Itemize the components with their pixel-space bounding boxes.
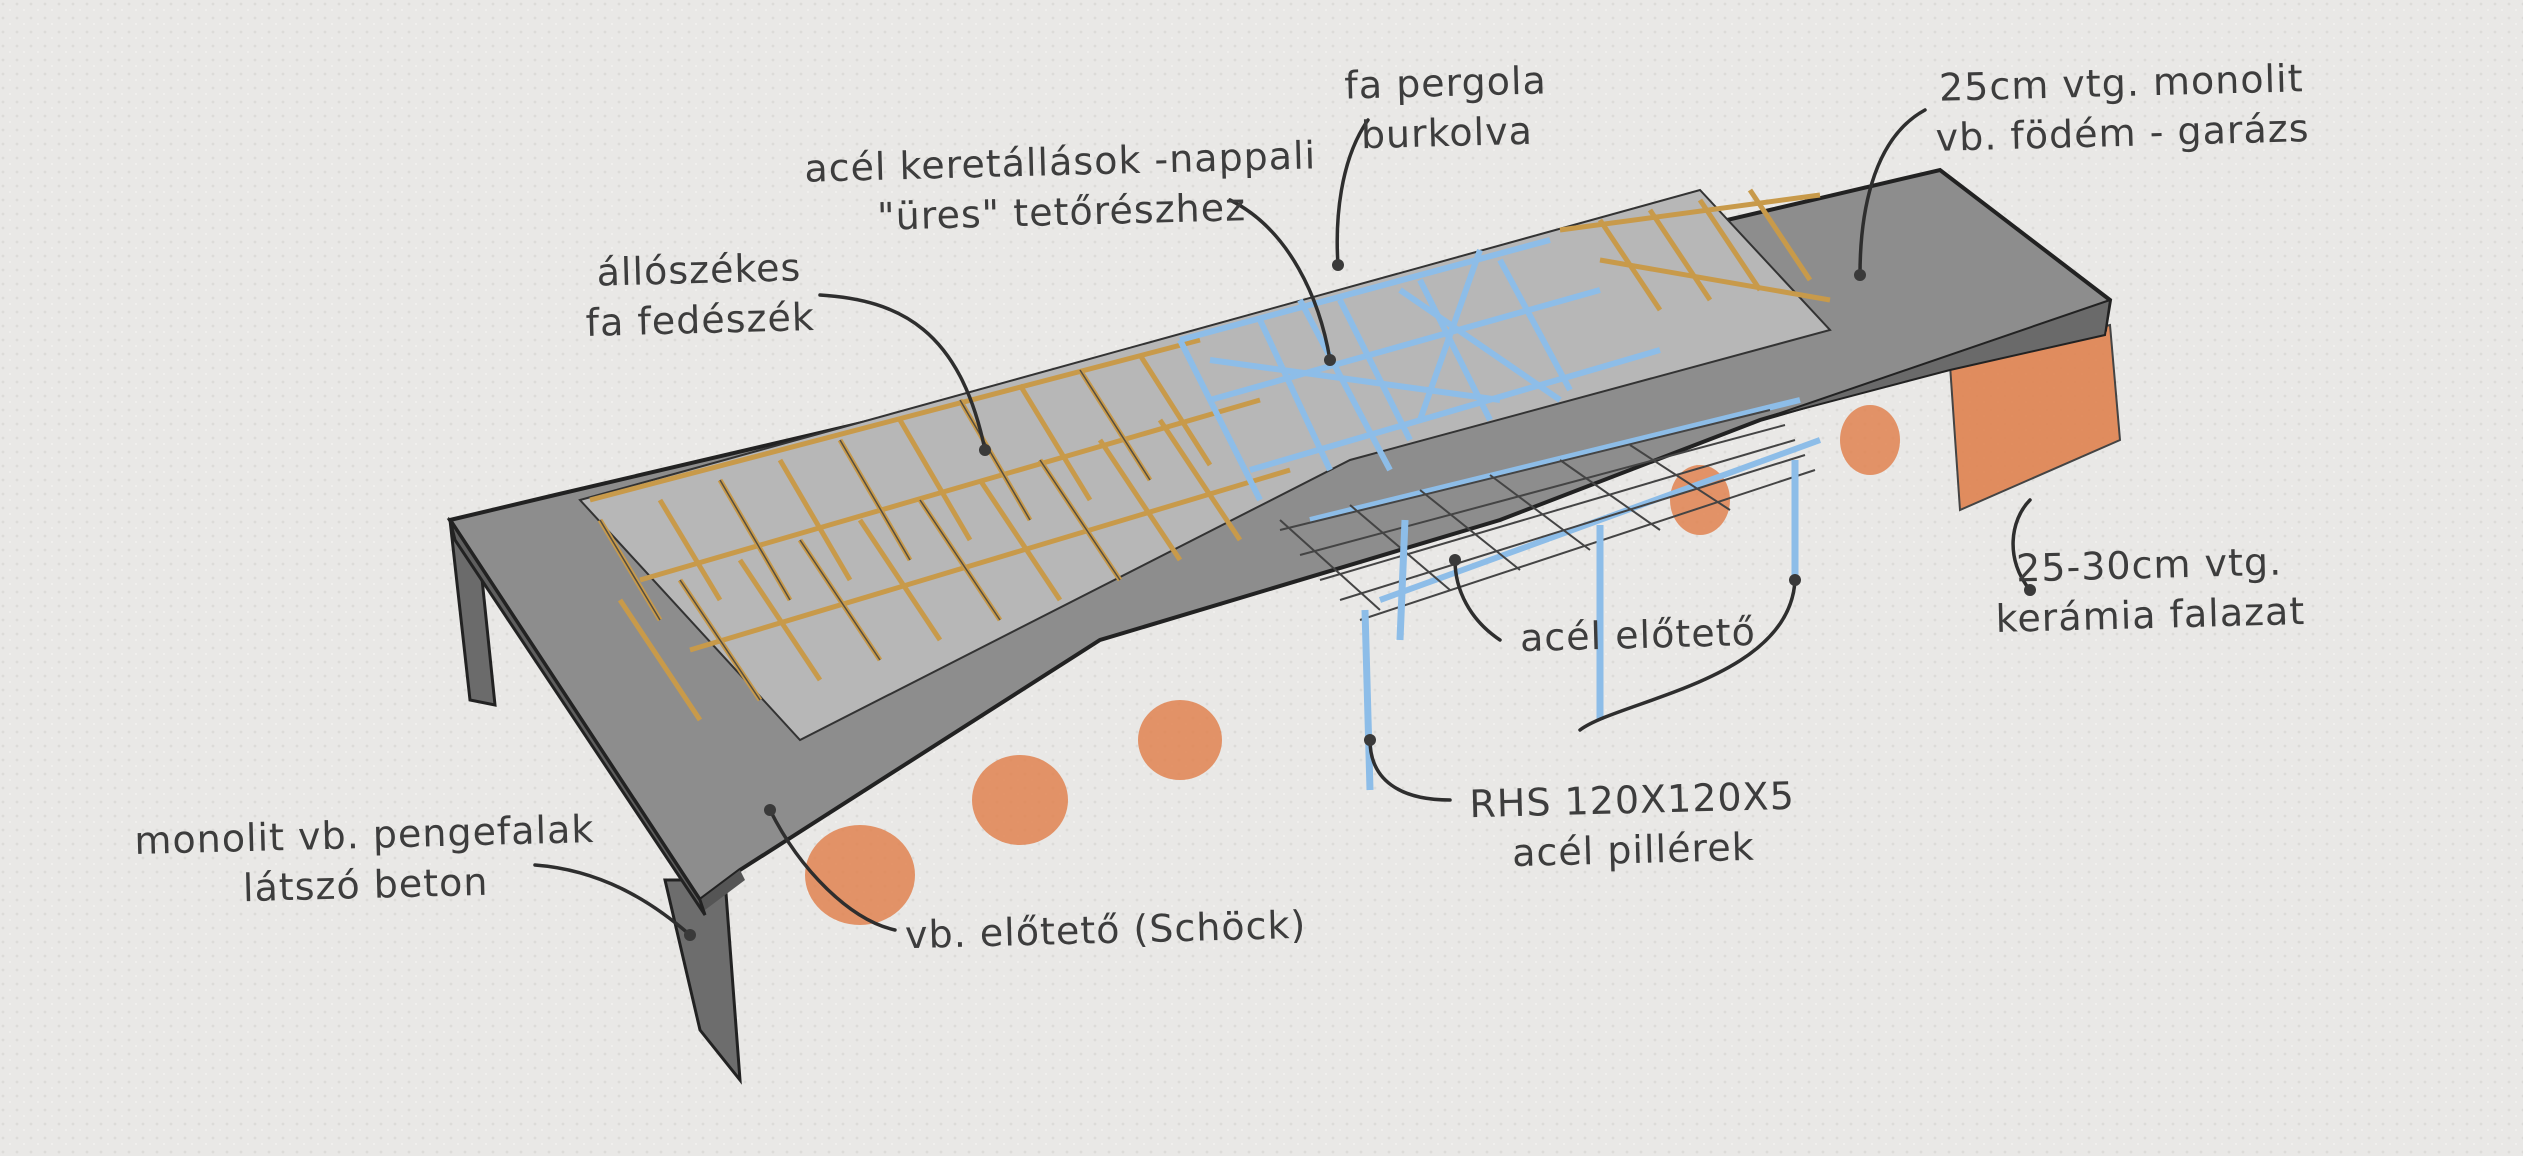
label-walls: monolit vb. pengefalak látszó beton <box>133 806 595 911</box>
steel-frames <box>1177 237 1822 603</box>
label-timber-roof: állószékes fa fedészék <box>585 245 816 345</box>
slab-edge <box>448 519 707 916</box>
ceramic-masonry <box>805 323 2122 925</box>
steel-canopy <box>1279 409 1816 621</box>
label-steel-frames: acél keretállások -nappali "üres" tetőré… <box>803 133 1317 239</box>
label-slab: 25cm vtg. monolit vb. födém - garázs <box>1935 56 2311 160</box>
leader-dots <box>684 259 2036 941</box>
leader-lines <box>533 108 2032 937</box>
label-concrete-canopy: vb. előtető (Schöck) <box>904 902 1307 958</box>
garage-slab <box>1759 298 2112 421</box>
timber-roof-zone <box>578 188 1832 742</box>
label-steel-canopy: acél előtető <box>1519 609 1757 661</box>
rhs-columns <box>1361 460 1799 791</box>
label-masonry: 25-30cm vtg. kerámia falazat <box>1995 539 2306 642</box>
label-columns: RHS 120X120X5 acél pillérek <box>1468 773 1796 876</box>
label-pergola: fa pergola burkolva <box>1343 58 1548 158</box>
